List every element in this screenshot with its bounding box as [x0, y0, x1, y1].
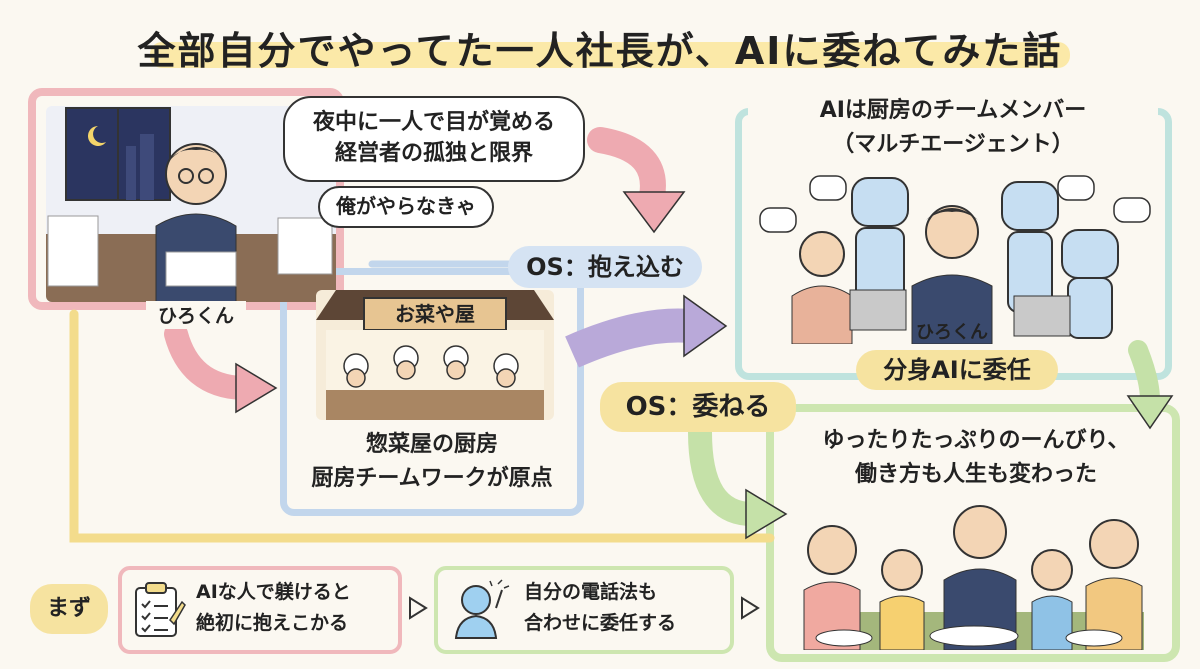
family-illustration: [784, 494, 1164, 650]
kitchen-sign: お菜や屋: [395, 302, 475, 326]
os-hold-label: OS：抱え込む: [508, 246, 702, 288]
kitchen-caption: 惣菜屋の厨房 厨房チームワークが原点: [311, 432, 553, 491]
step2-text: 自分の電話法も 合わせに委任する: [524, 581, 677, 634]
kitchen-illustration: [316, 290, 554, 420]
arrow-purple: [565, 308, 692, 368]
arrow-pink-left: [164, 322, 254, 400]
result-caption: ゆったりたっぷりのーんびり、 働き方も人生も変わった: [822, 428, 1130, 487]
step1-text: AIな人で躾けると 絶初に抱えこかる: [196, 581, 351, 634]
page-title: 全部自分でやってた一人社長が、AIに委ねてみた話: [137, 29, 1063, 73]
start-label: まず: [30, 584, 108, 634]
owner-speech-bubble: 俺がやらなきゃ: [318, 186, 494, 228]
owner-thought-bubble: 夜中に一人で目が覚める 経営者の孤独と限界: [283, 96, 585, 182]
arrow-pink-top: [587, 127, 666, 209]
ai-team-heading: AIは厨房のチームメンバー （マルチエージェント）: [748, 94, 1158, 162]
arrow-green: [688, 420, 764, 526]
step1-box: [118, 566, 402, 654]
ai-team-illustration: [752, 168, 1156, 344]
ai-team-name-label: ひろくん: [916, 322, 988, 343]
person-idea-icon: [454, 579, 510, 639]
step-arrow-1: [409, 596, 428, 620]
os-delegate-label: OS：委ねる: [600, 382, 796, 432]
result-frame: [766, 404, 1180, 662]
kitchen-frame: [280, 268, 584, 516]
step-arrow-2: [741, 596, 760, 620]
clipboard-icon: [135, 582, 186, 637]
delegate-badge: 分身AIに委任: [856, 350, 1058, 390]
title-highlight: [150, 42, 1070, 68]
owner-name-label: ひろくん: [146, 301, 246, 329]
